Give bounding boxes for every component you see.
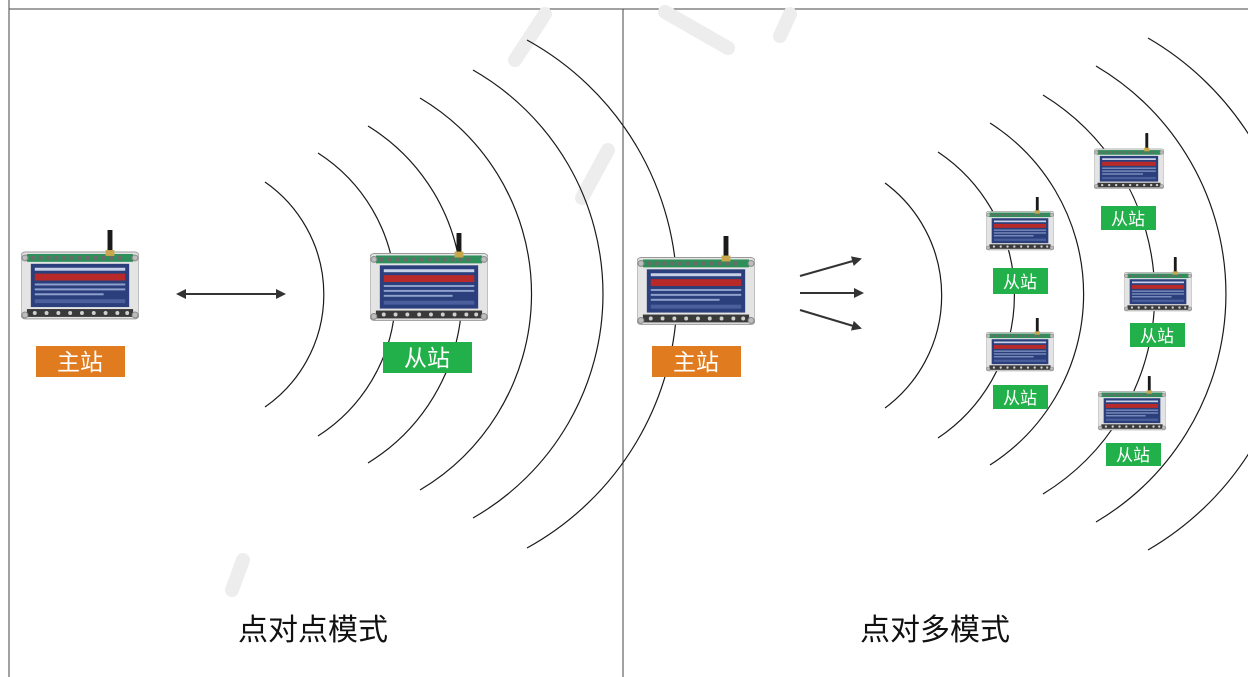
slave-device-4 (1124, 257, 1192, 312)
broadcast-arrows (799, 256, 864, 331)
slave-label-4: 从站 (1140, 327, 1174, 347)
panel-title-point-to-point: 点对点模式 (238, 613, 388, 648)
slave-label-2: 从站 (1003, 389, 1037, 409)
panel-point-to-multipoint: 主站 从站 从站 从站 (637, 37, 1248, 648)
master-tag (36, 346, 125, 377)
master-tag-multi (652, 346, 741, 377)
panel-point-to-point: 主站 从站 点对点模式 (21, 39, 678, 648)
slave-tag-5 (1106, 443, 1161, 466)
slave-label: 从站 (404, 346, 450, 372)
panel-title-point-to-multipoint: 点对多模式 (860, 613, 1010, 648)
slave-label-1: 从站 (1003, 273, 1037, 293)
slave-label-3: 从站 (1111, 210, 1145, 230)
slave-device-3 (1094, 133, 1164, 189)
slave-label-5: 从站 (1116, 446, 1150, 466)
radio-waves-right (884, 37, 1248, 551)
master-device-multi (637, 236, 755, 325)
slave-device-5 (1098, 376, 1166, 431)
master-label-multi: 主站 (673, 350, 719, 376)
slave-device-1 (986, 197, 1054, 251)
watermark (225, 5, 797, 597)
slave-tag-2 (993, 385, 1048, 409)
slave-tag (383, 342, 472, 373)
slave-device-2 (986, 318, 1054, 372)
slave-tag-1 (993, 268, 1048, 294)
slave-device (370, 233, 488, 321)
master-device (21, 230, 139, 320)
slave-tag-4 (1130, 323, 1185, 347)
slave-tag-3 (1101, 206, 1156, 230)
master-label: 主站 (57, 350, 103, 376)
